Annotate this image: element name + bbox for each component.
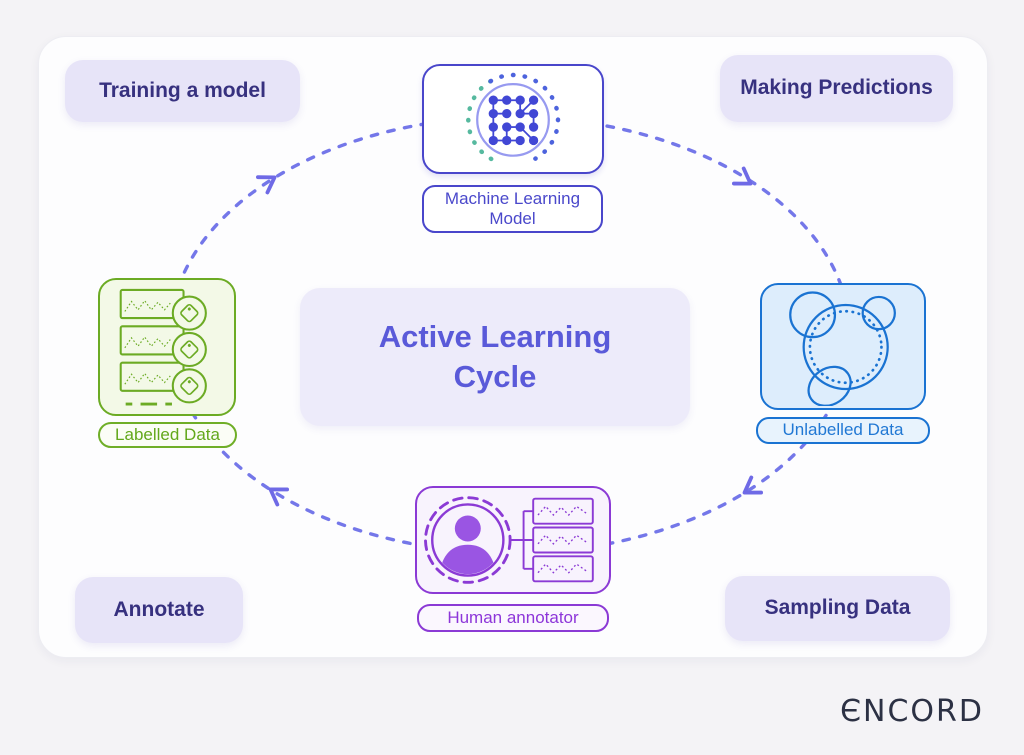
neural-network-icon: [466, 72, 561, 163]
node-ml-model: [422, 64, 604, 174]
stage-label-sampling: Sampling Data: [764, 596, 911, 620]
unlabelled-data-label-text: Unlabelled Data: [782, 420, 904, 440]
stage-pill-sampling: Sampling Data: [725, 576, 950, 641]
node-label-labelled-data: Labelled Data: [98, 422, 237, 448]
diagram-title-card: Active Learning Cycle: [300, 288, 690, 426]
node-human-annotator: [415, 486, 611, 594]
stage-pill-annotate: Annotate: [75, 577, 243, 643]
labelled-data-label-text: Labelled Data: [115, 424, 220, 444]
stage-label-predictions: Making Predictions: [740, 76, 933, 100]
stage-pill-training: Training a model: [65, 60, 300, 122]
stage-pill-predictions: Making Predictions: [720, 55, 953, 122]
node-label-unlabelled-data: Unlabelled Data: [756, 417, 930, 444]
human-annotator-label-text: Human annotator: [447, 607, 579, 627]
diagram-title: Active Learning Cycle: [378, 318, 612, 394]
node-labelled-data: [98, 278, 236, 416]
ml-model-label-text: Machine Learning Model: [444, 188, 581, 228]
node-label-human-annotator: Human annotator: [417, 604, 609, 632]
data-clusters-icon: [789, 290, 896, 406]
tagged-data-list-icon: [119, 288, 207, 406]
stage-label-annotate: Annotate: [113, 597, 205, 621]
node-unlabelled-data: [760, 283, 926, 410]
stage-label-training: Training a model: [99, 78, 266, 102]
node-label-ml-model: Machine Learning Model: [422, 185, 603, 233]
person-with-annotations-icon: [424, 496, 594, 584]
encord-logo: ЄNCORD: [840, 694, 984, 729]
